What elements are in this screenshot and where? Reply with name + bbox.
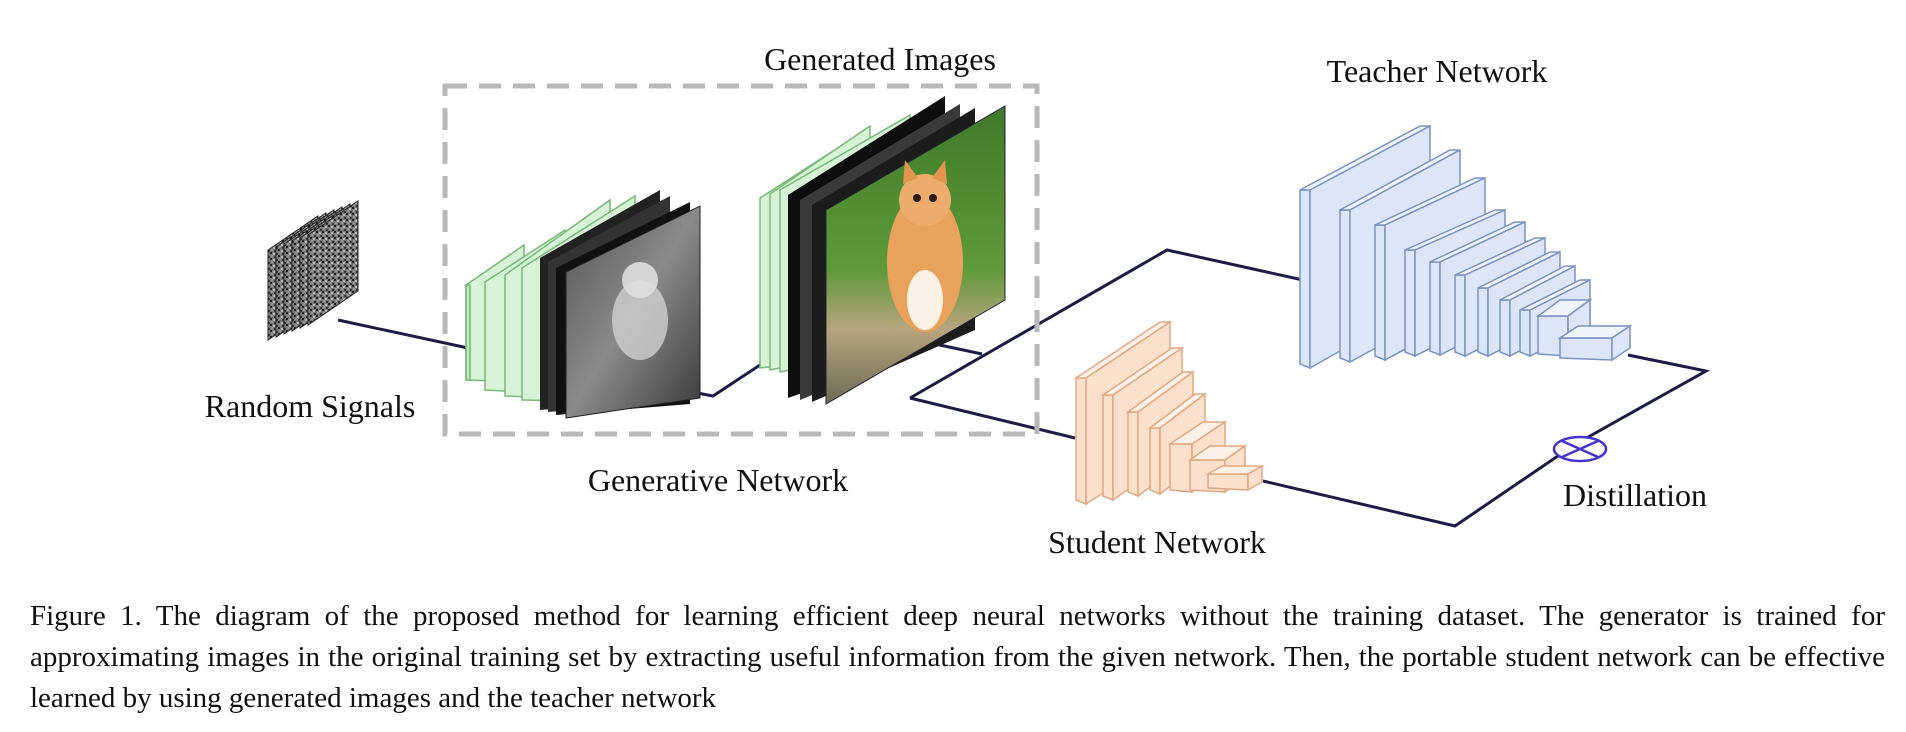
generated-images-box [442, 83, 1040, 437]
random-signals-stack [267, 200, 359, 341]
figure-caption: Figure 1. The diagram of the proposed me… [30, 600, 1885, 714]
label-generative-network: Generative Network [588, 462, 848, 498]
label-student-network: Student Network [1048, 524, 1266, 560]
label-teacher-network: Teacher Network [1327, 53, 1548, 89]
method-diagram: Generated Images Teacher Network Random … [205, 41, 1711, 560]
label-distillation: Distillation [1563, 477, 1707, 513]
line-images-to-split [934, 342, 983, 356]
label-generated-images: Generated Images [764, 41, 996, 77]
student-network [1073, 320, 1265, 506]
teacher-network [1299, 124, 1633, 370]
line-to-student [909, 396, 1076, 440]
student-layer-7 [1205, 464, 1265, 492]
teacher-layer-11 [1557, 324, 1633, 362]
distillation-symbol [1552, 435, 1608, 463]
gray-generated-images [540, 190, 701, 419]
line-student-output [1262, 443, 1575, 528]
line-teacher-output [1573, 353, 1711, 447]
color-generated-images [788, 96, 1006, 405]
line-to-teacher [909, 248, 1313, 400]
line-noise-to-generator [337, 318, 469, 350]
label-random-signals: Random Signals [205, 388, 416, 424]
